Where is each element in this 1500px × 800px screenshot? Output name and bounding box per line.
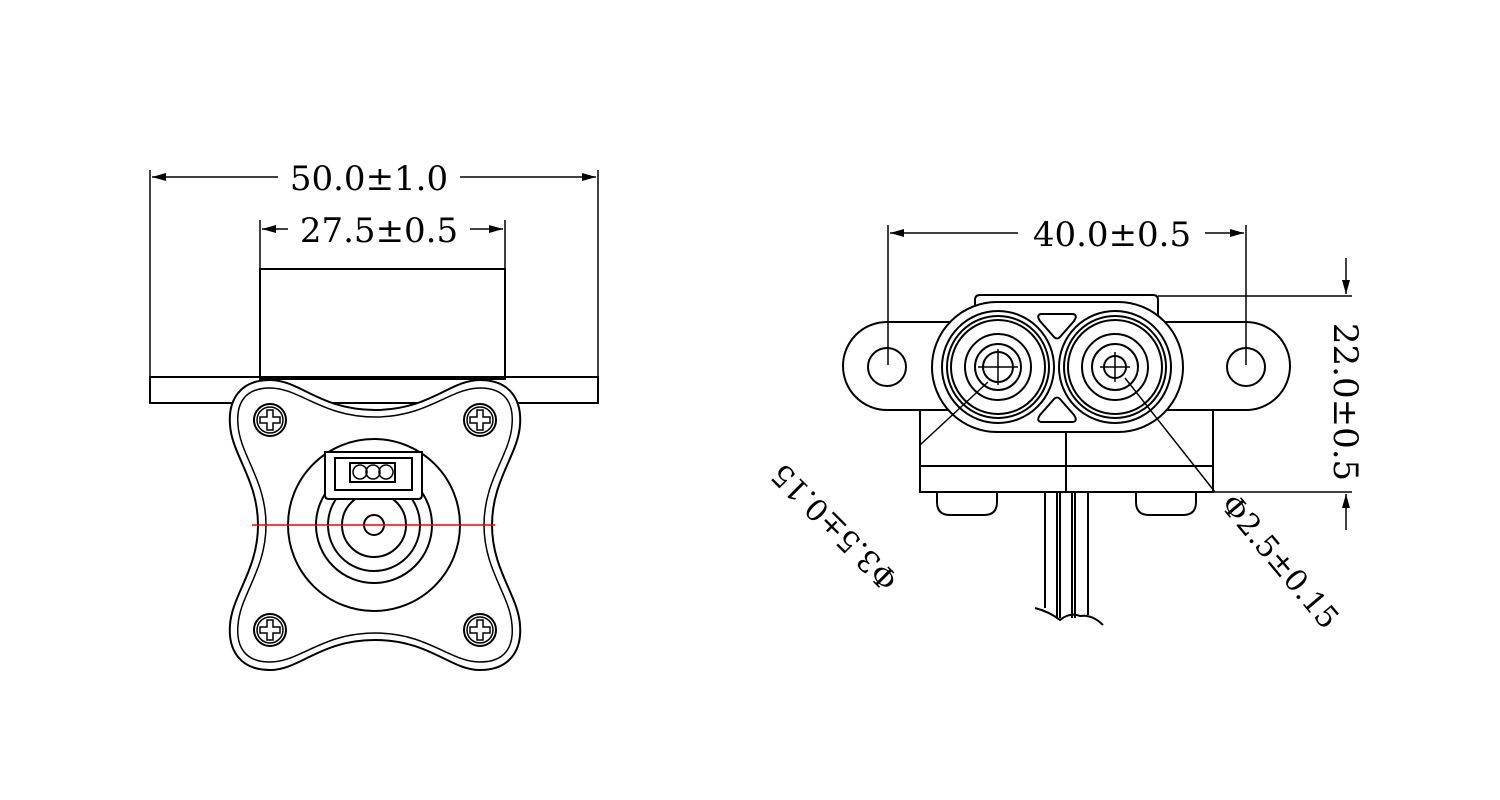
top-cover: [974, 294, 1159, 322]
screw-icon: [253, 613, 287, 647]
overall-width-label: 50.0±1.0: [290, 159, 448, 199]
foot: [1135, 492, 1197, 516]
screws: [253, 403, 497, 647]
mounting-ears: [842, 321, 1291, 411]
screw-icon: [463, 613, 497, 647]
mount-hole: [1226, 347, 1266, 387]
body-width-dimension: 27.5±0.5: [259, 211, 506, 270]
body-width-label: 27.5±0.5: [300, 211, 458, 251]
cable: [1034, 492, 1104, 626]
front-view: 50.0±1.0 27.5±0.5: [149, 159, 599, 672]
outlet-diameter-label: Φ2.5±0.15: [1213, 488, 1345, 636]
overall-width-dimension: 50.0±1.0: [149, 159, 599, 380]
inlet-diameter-label: Φ3.5±0.15: [765, 456, 906, 597]
hole-spacing-dimension: 40.0±0.5: [887, 215, 1247, 365]
mount-hole: [867, 347, 907, 387]
height-label: 22.0±0.5: [1325, 323, 1365, 481]
side-view: 40.0±0.5 22.0±0.5 Φ3.5±0.15: [765, 215, 1365, 636]
triangle-mark: [1037, 396, 1077, 423]
foot: [936, 492, 998, 516]
screw-icon: [463, 403, 497, 437]
port-housing: [931, 301, 1184, 433]
inlet-port: [941, 310, 1055, 424]
outlet-port: [1058, 310, 1172, 424]
screw-icon: [253, 403, 287, 437]
pump-body-top: [259, 268, 506, 380]
height-dimension: 22.0±0.5: [1158, 258, 1365, 530]
mounting-flange: [149, 376, 599, 404]
connector: [324, 451, 423, 500]
triangle-mark: [1037, 313, 1077, 340]
hole-spacing-label: 40.0±0.5: [1033, 215, 1191, 255]
